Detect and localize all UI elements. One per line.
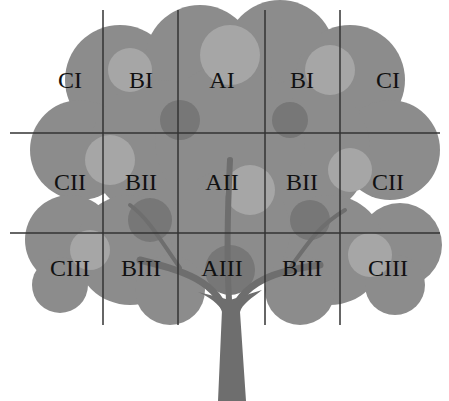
- zone-label: AI: [209, 68, 234, 92]
- zone-label: BI: [290, 68, 314, 92]
- zone-label: BIII: [121, 256, 161, 280]
- zone-label: BIII: [282, 256, 322, 280]
- zone-label: BII: [125, 170, 157, 194]
- grid-lines: [10, 10, 440, 325]
- tree-trunk: [198, 290, 262, 401]
- tree-canopy: [25, 0, 442, 325]
- zone-label: CI: [376, 68, 400, 92]
- canopy-highlights: [70, 25, 392, 277]
- zone-label: CII: [372, 170, 404, 194]
- zone-label: CII: [54, 170, 86, 194]
- zone-label: BI: [129, 68, 153, 92]
- zone-label: CIII: [368, 256, 408, 280]
- zone-label: CI: [58, 68, 82, 92]
- zone-label: AII: [205, 170, 238, 194]
- zone-label: AIII: [201, 256, 242, 280]
- tree-branches: [130, 160, 345, 320]
- zone-label: CIII: [50, 256, 90, 280]
- zone-label: BII: [286, 170, 318, 194]
